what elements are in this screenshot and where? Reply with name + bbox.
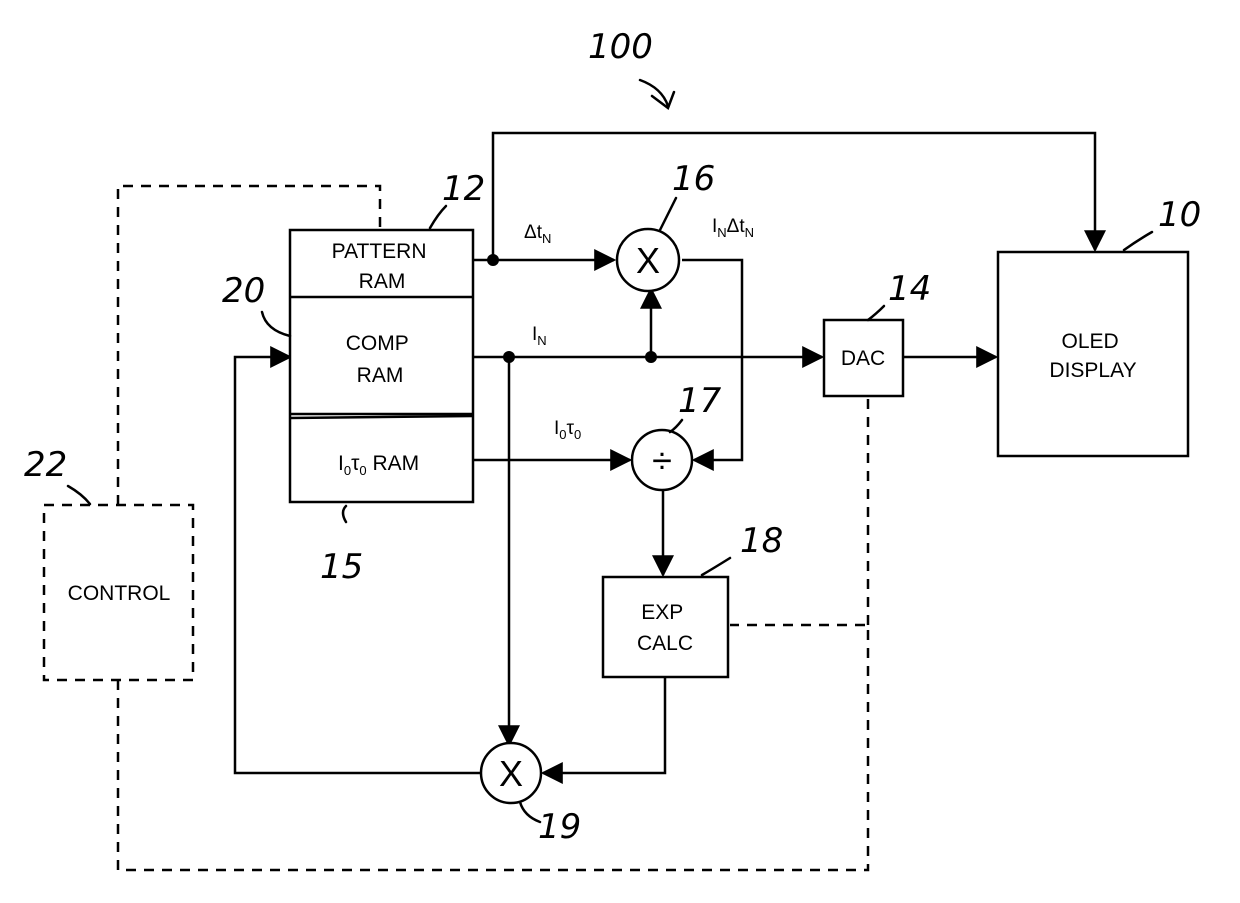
ref-12: 12	[442, 169, 485, 209]
ref-15: 15	[320, 547, 363, 587]
divider-17: ÷	[632, 430, 692, 490]
ref-20: 20	[222, 271, 265, 311]
multiplier-16-symbol: X	[636, 240, 660, 281]
ref-18: 18	[740, 521, 783, 561]
ref-17: 17	[678, 381, 722, 421]
multiplier-16: X	[617, 229, 679, 291]
control-block: CONTROL	[44, 505, 193, 680]
ram-stack: PATTERN RAM COMP RAM I0τ0 RAM	[290, 230, 473, 502]
ref-16: 16	[672, 159, 715, 199]
signal-i0-tau0: I0τ0	[554, 418, 581, 442]
control-label: CONTROL	[68, 582, 171, 605]
signal-in-delta-t: INΔtN	[712, 216, 754, 240]
ref-19: 19	[538, 807, 581, 847]
ref-22: 22	[24, 445, 67, 485]
signal-i-n: IN	[532, 324, 547, 348]
divider-17-symbol: ÷	[652, 440, 672, 481]
ref-100: 100	[588, 27, 653, 67]
exp-calc-block: EXP CALC	[603, 577, 728, 677]
multiplier-19: X	[481, 743, 541, 803]
i0t0-ram-label: I0τ0 RAM	[338, 452, 419, 478]
ref-14: 14	[888, 269, 931, 309]
dac-label: DAC	[841, 347, 885, 370]
signal-delta-t: ΔtN	[524, 222, 551, 246]
oled-display-block: OLED DISPLAY	[998, 252, 1188, 456]
multiplier-19-symbol: X	[499, 753, 523, 794]
dac-block: DAC	[824, 320, 903, 396]
ref-10: 10	[1158, 195, 1201, 235]
